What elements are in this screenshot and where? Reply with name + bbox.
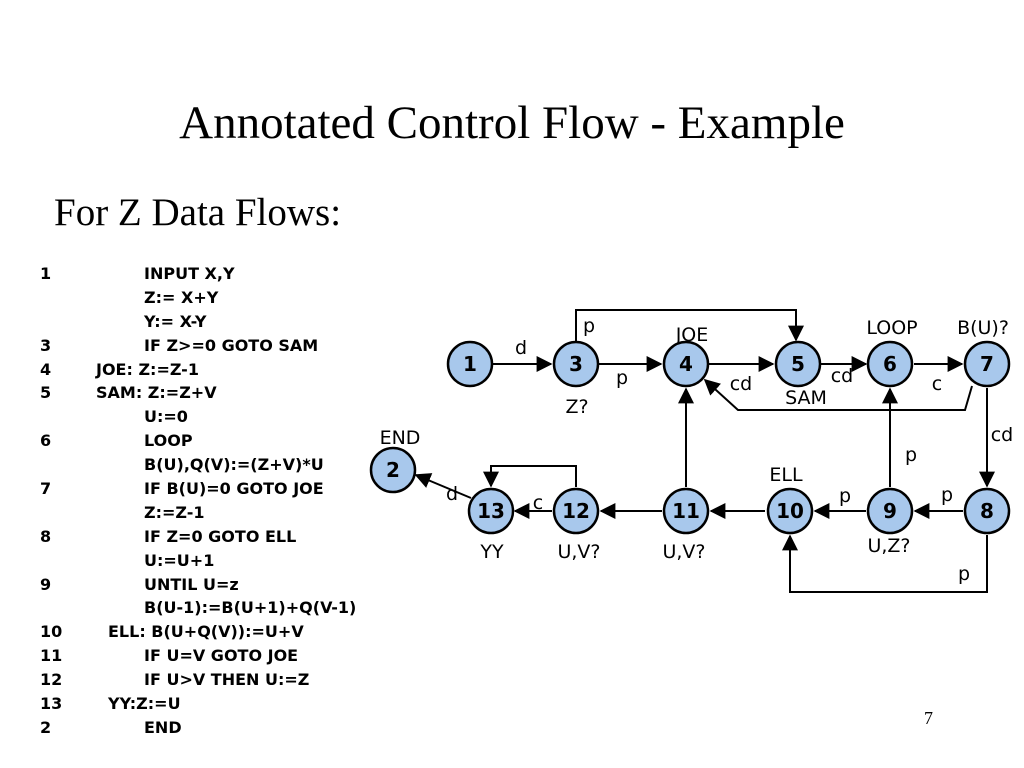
- line-text: LOOP: [144, 431, 193, 451]
- line-number: 2: [40, 717, 52, 737]
- node-annotations: JOE LOOP B(U)? Z? SAM END ELL YY U,V? U,…: [380, 317, 1009, 563]
- edge-label-13-2: d: [446, 483, 458, 505]
- line-text: B(U),Q(V):=(Z+V)*U: [144, 455, 324, 475]
- line-number: 8: [40, 526, 52, 546]
- line-text: IF Z>=0 GOTO SAM: [144, 335, 319, 355]
- node-label: 7: [980, 352, 994, 376]
- line-number: 12: [40, 670, 63, 690]
- edge-label-5-6: cd: [831, 365, 854, 387]
- label-uv-12: U,V?: [557, 541, 600, 563]
- line-number: 1: [40, 264, 52, 283]
- label-uz-9: U,Z?: [867, 535, 910, 557]
- line-number: 4: [40, 359, 52, 379]
- line-text: IF B(U)=0 GOTO JOE: [144, 479, 324, 499]
- line-text: Y:= X-Y: [144, 311, 207, 331]
- line-text: U:=U+1: [144, 550, 215, 570]
- edge-label-3-4: p: [616, 367, 628, 389]
- edge-12-13-loop: [483, 465, 577, 488]
- label-end: END: [380, 427, 421, 449]
- label-sam: SAM: [785, 387, 827, 409]
- edge-13-2: [414, 473, 472, 499]
- edge-label-6-7: c: [932, 373, 942, 395]
- node-label: 13: [477, 499, 505, 523]
- node-label: 2: [386, 458, 400, 482]
- line-text: SAM: Z:=Z+V: [96, 383, 217, 403]
- edge-label-1-3: d: [515, 337, 527, 359]
- line-text: IF Z=0 GOTO ELL: [144, 526, 297, 546]
- edges: [414, 309, 995, 593]
- node-7: 7: [963, 340, 1011, 388]
- node-1: 1: [446, 340, 494, 388]
- node-4: 4: [662, 340, 710, 388]
- line-text: B(U-1):=B(U+1)+Q(V-1): [144, 598, 357, 618]
- line-number: 5: [40, 383, 52, 403]
- line-text: Z:=Z-1: [144, 502, 205, 522]
- node-label: 11: [672, 499, 700, 523]
- line-text: IF U>V THEN U:=Z: [144, 670, 310, 690]
- line-text: YY:Z:=U: [108, 694, 181, 714]
- label-yy: YY: [479, 541, 504, 563]
- node-label: 9: [883, 499, 897, 523]
- node-3: 3: [552, 340, 600, 388]
- label-joe: JOE: [675, 324, 709, 346]
- edge-annotations: d p p cd cd c cd p p p p c d: [446, 315, 1013, 585]
- node-5: 5: [774, 340, 822, 388]
- label-bu: B(U)?: [957, 317, 1009, 339]
- edge-label-8-9: p: [941, 484, 953, 506]
- edge-label-7-4: cd: [730, 373, 753, 395]
- edge-8-10: [782, 534, 988, 593]
- line-text: Z:= X+Y: [144, 287, 219, 307]
- line-text: IF U=V GOTO JOE: [144, 646, 299, 666]
- edge-label-9-6: p: [905, 444, 917, 466]
- node-label: 4: [679, 352, 693, 376]
- edge-3-5: [575, 309, 804, 342]
- line-text: U:=0: [144, 407, 188, 427]
- label-uv-11: U,V?: [662, 541, 705, 563]
- node-10: 10: [766, 487, 814, 535]
- node-label: 8: [980, 499, 994, 523]
- edge-label-7-8: cd: [991, 424, 1014, 446]
- line-number: 10: [40, 622, 63, 642]
- node-label: 3: [569, 352, 583, 376]
- edge-label-3-5: p: [583, 315, 595, 337]
- node-label: 10: [776, 499, 804, 523]
- line-number: 13: [40, 694, 63, 714]
- slide-subtitle: For Z Data Flows:: [54, 191, 342, 234]
- line-number: 6: [40, 431, 52, 451]
- edge-label-9-10: p: [839, 485, 851, 507]
- line-number: 3: [40, 335, 52, 355]
- slide-title: Annotated Control Flow - Example: [179, 97, 845, 149]
- line-number: 9: [40, 574, 52, 594]
- node-8: 8: [963, 487, 1011, 535]
- label-ell: ELL: [769, 464, 803, 486]
- label-loop: LOOP: [866, 317, 917, 339]
- node-label: 5: [791, 352, 805, 376]
- edge-label-8-10: p: [958, 563, 970, 585]
- page-number: 7: [924, 708, 933, 728]
- node-label: 1: [463, 352, 477, 376]
- line-text: UNTIL U=z: [144, 574, 239, 594]
- line-text: INPUT X,Y: [144, 264, 235, 283]
- edge-label-12-13: c: [533, 492, 543, 514]
- node-label: 12: [562, 499, 590, 523]
- label-z-test: Z?: [565, 396, 588, 418]
- nodes: 1 3 4 5 6 7 2 13 12 11 10 9 8: [369, 340, 1011, 535]
- node-label: 6: [883, 352, 897, 376]
- node-2: 2: [369, 446, 417, 494]
- line-text: ELL: B(U+Q(V)):=U+V: [108, 622, 304, 642]
- node-6: 6: [866, 340, 914, 388]
- line-text: END: [144, 717, 182, 737]
- node-9: 9: [866, 487, 914, 535]
- line-text: JOE: Z:=Z-1: [96, 359, 199, 379]
- line-number: 11: [40, 646, 63, 666]
- edge-7-4: [703, 378, 973, 411]
- line-number: 7: [40, 479, 52, 499]
- node-12: 12: [552, 487, 600, 535]
- node-11: 11: [662, 487, 710, 535]
- node-13: 13: [467, 487, 515, 535]
